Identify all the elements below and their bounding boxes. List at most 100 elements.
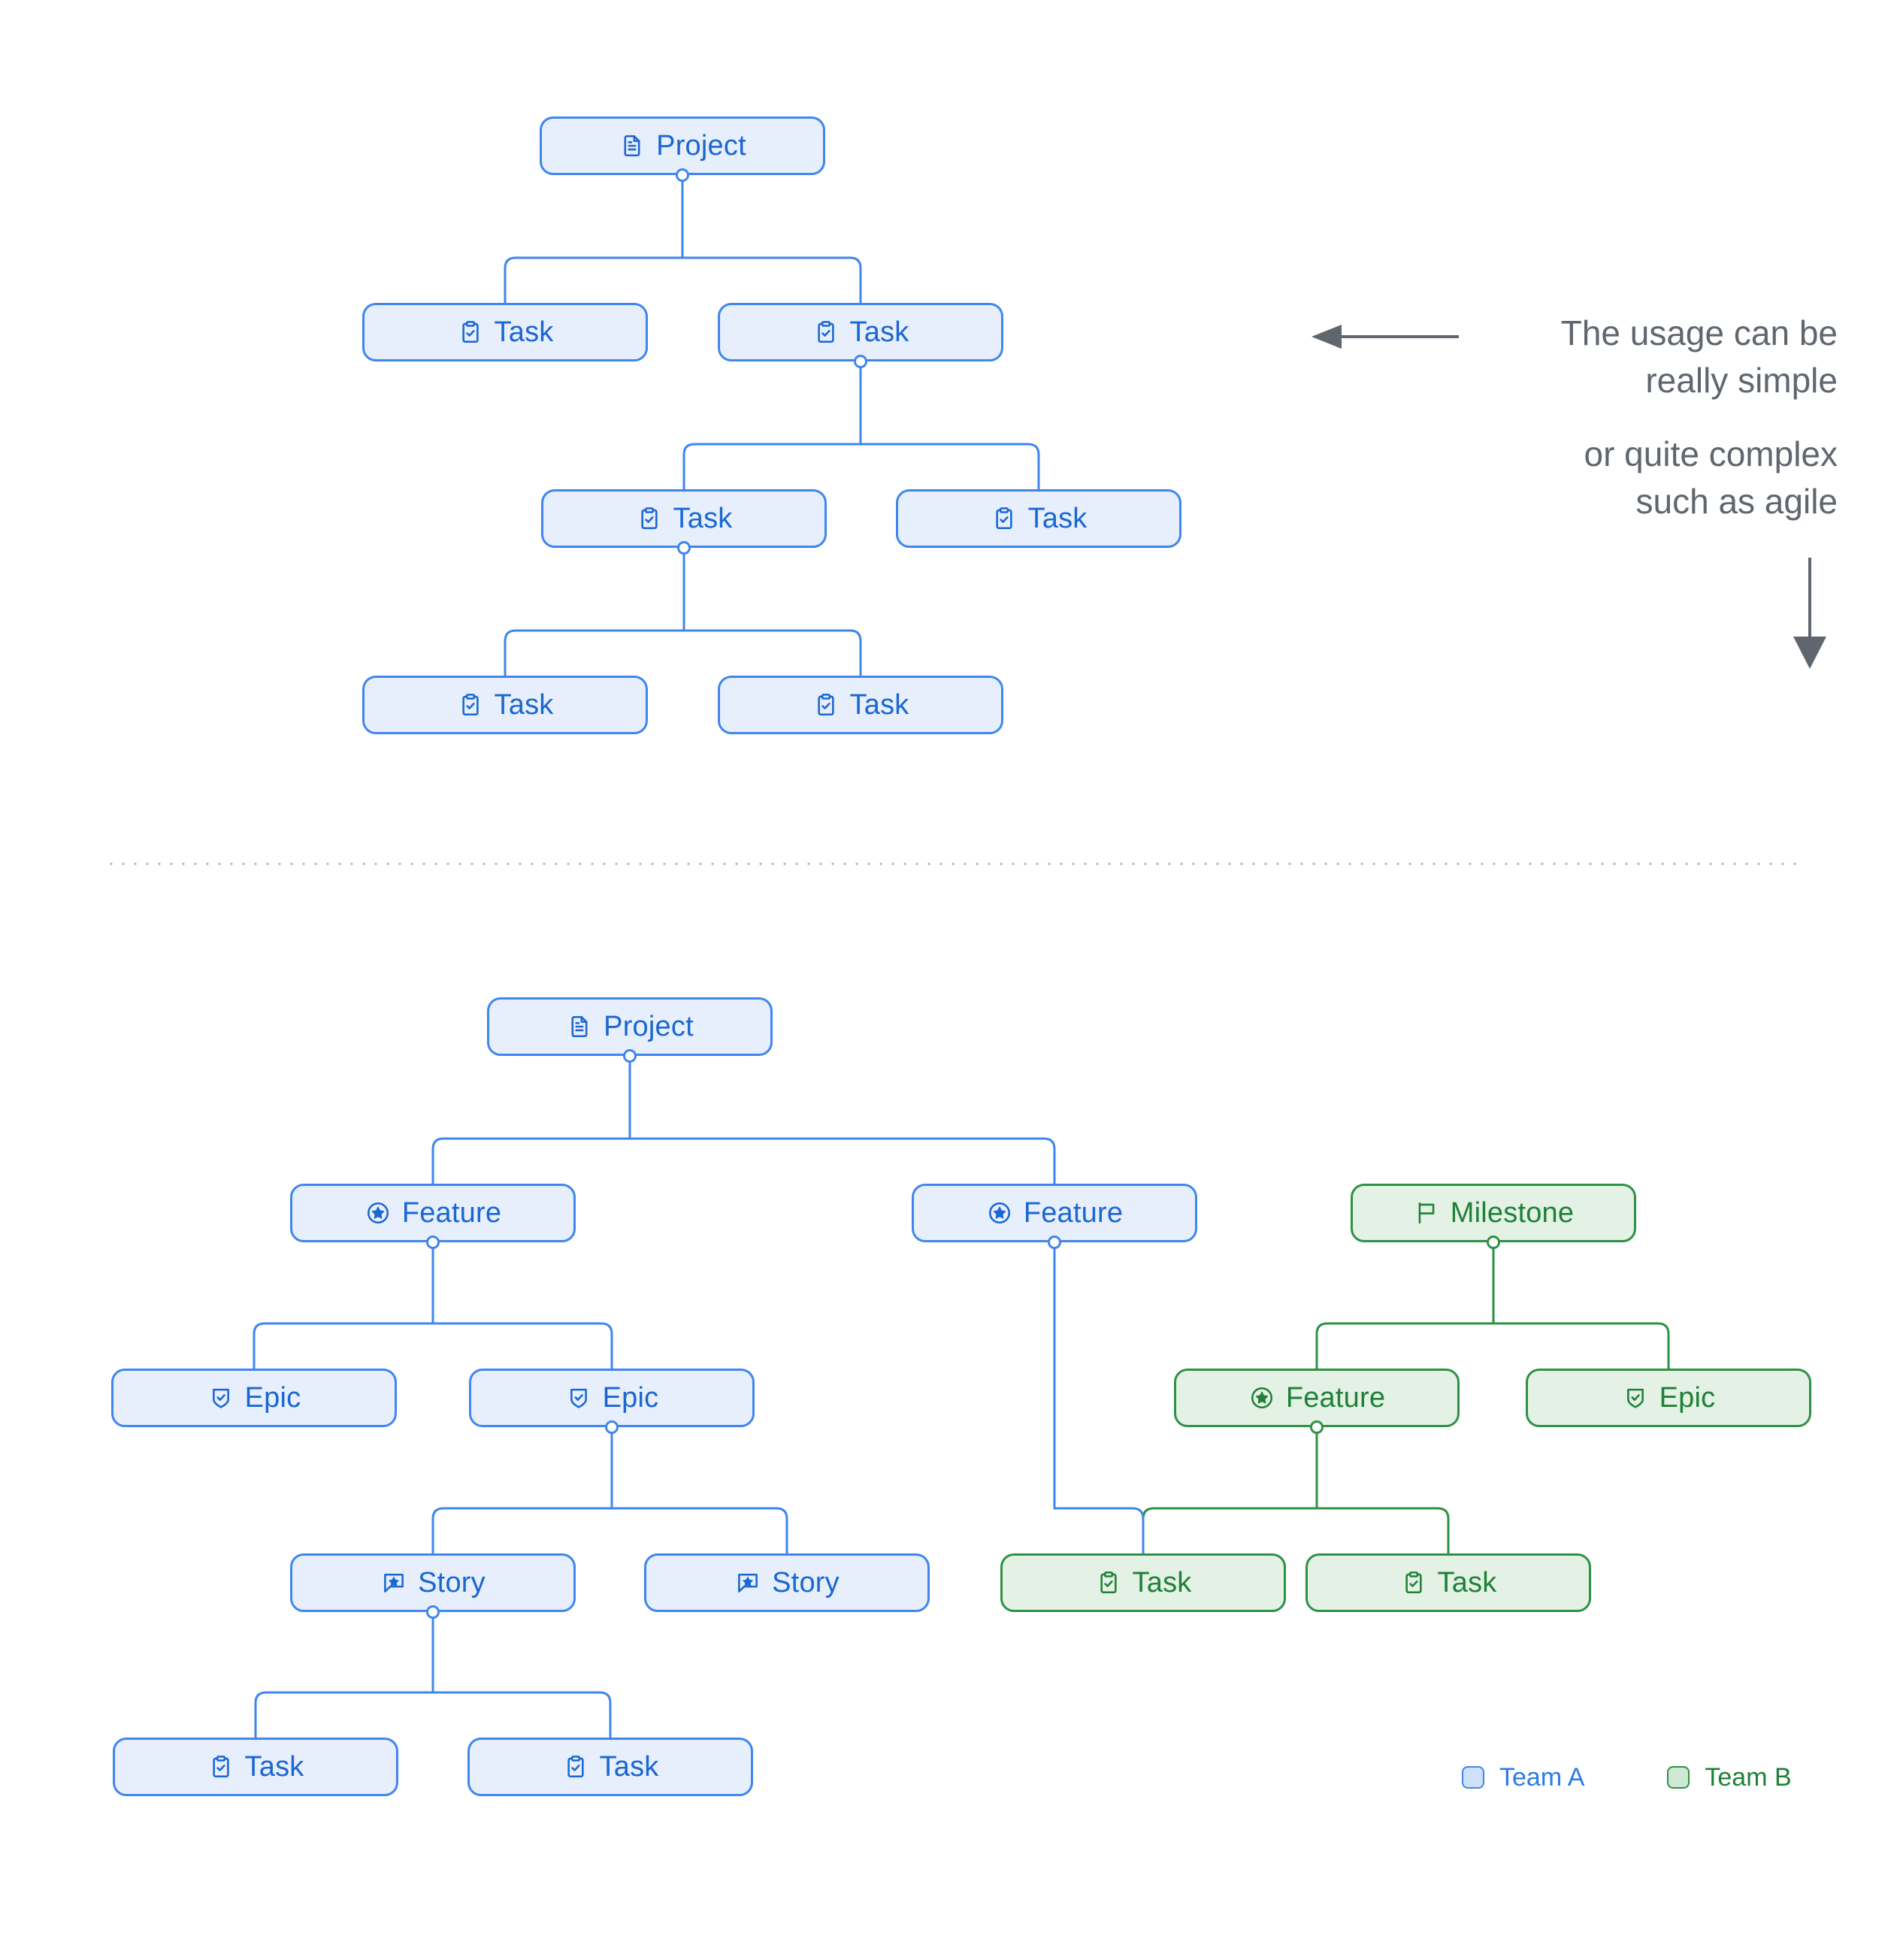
clipboard-check-icon: [1400, 1569, 1427, 1596]
clipboard-check-icon: [457, 319, 484, 346]
node-label: Task: [849, 316, 909, 348]
edge-connector: [254, 1691, 434, 1739]
node-label: Feature: [401, 1197, 502, 1229]
node-feature[interactable]: Feature: [290, 1184, 576, 1242]
node-feature[interactable]: Feature: [912, 1184, 1197, 1242]
edge-connector: [431, 1322, 613, 1370]
clipboard-check-icon: [1095, 1569, 1122, 1596]
node-task[interactable]: Task: [113, 1738, 398, 1796]
document-icon: [566, 1013, 593, 1040]
node-project[interactable]: Project: [540, 116, 825, 175]
node-label: Project: [656, 130, 746, 162]
node-task[interactable]: Task: [467, 1738, 753, 1796]
node-milestone[interactable]: Milestone: [1351, 1184, 1636, 1242]
node-label: Epic: [244, 1382, 301, 1414]
node-label: Task: [494, 689, 554, 721]
edge-connector: [681, 256, 862, 304]
edge-connector: [1053, 1507, 1145, 1555]
connector-port[interactable]: [677, 541, 691, 555]
node-epic[interactable]: Epic: [469, 1369, 755, 1427]
connector-port[interactable]: [426, 1236, 440, 1249]
square-swatch-icon: [1462, 1766, 1484, 1789]
story-bubble-icon: [380, 1569, 407, 1596]
section-divider: [105, 863, 1798, 865]
node-label: Task: [494, 316, 554, 348]
node-task[interactable]: Task: [541, 489, 827, 548]
connector-port[interactable]: [426, 1605, 440, 1619]
node-task[interactable]: Task: [718, 303, 1003, 361]
node-task[interactable]: Task: [362, 676, 648, 734]
node-story[interactable]: Story: [644, 1553, 930, 1612]
edge-connector: [610, 1507, 788, 1555]
node-task[interactable]: Task: [718, 676, 1003, 734]
node-label: Feature: [1023, 1197, 1124, 1229]
legend-label: Team A: [1499, 1763, 1585, 1792]
node-label: Task: [1027, 503, 1088, 534]
node-label: Task: [1132, 1567, 1192, 1599]
story-bubble-icon: [734, 1569, 761, 1596]
node-label: Epic: [1659, 1382, 1716, 1414]
node-label: Project: [604, 1011, 694, 1042]
annotation-note: The usage can be really simple or quite …: [1312, 310, 1838, 669]
star-circle-icon: [986, 1199, 1013, 1227]
clipboard-check-icon: [207, 1753, 234, 1780]
node-story[interactable]: Story: [290, 1553, 576, 1612]
edge-connector: [1492, 1322, 1670, 1370]
edge-connector: [1142, 1507, 1318, 1555]
clipboard-check-icon: [457, 691, 484, 718]
node-label: Feature: [1285, 1382, 1386, 1414]
edge-connector: [253, 1322, 434, 1370]
edge-connector: [431, 1507, 613, 1555]
star-circle-icon: [1248, 1384, 1275, 1411]
arrow-down-icon: [1793, 558, 1826, 669]
annotation-line-4: such as agile: [1635, 481, 1838, 521]
connector-port[interactable]: [1487, 1236, 1500, 1249]
edge-connector: [431, 1137, 631, 1185]
connector-port[interactable]: [1310, 1420, 1324, 1434]
legend-item-team-b: Team B: [1667, 1765, 1792, 1790]
edge-connector: [859, 443, 1040, 491]
node-task[interactable]: Task: [1000, 1553, 1286, 1612]
node-label: Story: [772, 1567, 840, 1599]
node-task[interactable]: Task: [896, 489, 1181, 548]
node-label: Milestone: [1450, 1197, 1575, 1229]
node-task[interactable]: Task: [1305, 1553, 1591, 1612]
node-label: Task: [849, 689, 909, 721]
square-swatch-icon: [1667, 1766, 1690, 1789]
node-epic[interactable]: Epic: [111, 1369, 397, 1427]
node-label: Story: [418, 1567, 486, 1599]
edge-connector: [682, 443, 862, 491]
edge-connector: [504, 629, 685, 677]
node-feature[interactable]: Feature: [1174, 1369, 1460, 1427]
shield-check-icon: [207, 1384, 234, 1411]
connector-port[interactable]: [854, 355, 867, 368]
edge-connector: [628, 1137, 1056, 1185]
node-project[interactable]: Project: [487, 997, 773, 1056]
annotation-line-2: really simple: [1645, 360, 1838, 400]
edge-connector: [1315, 1322, 1495, 1370]
node-label: Task: [1437, 1567, 1497, 1599]
document-icon: [619, 132, 646, 159]
edge-connector: [682, 629, 862, 677]
edge-connector: [431, 1691, 612, 1739]
edge-connector: [1315, 1507, 1450, 1555]
connector-port[interactable]: [623, 1049, 637, 1063]
flag-icon: [1413, 1199, 1440, 1227]
team-legend: Team A Team B: [1462, 1765, 1792, 1790]
arrow-left-icon: [1312, 325, 1459, 349]
connector-port[interactable]: [676, 168, 689, 182]
clipboard-check-icon: [562, 1753, 589, 1780]
connector-port[interactable]: [605, 1420, 619, 1434]
clipboard-check-icon: [812, 691, 840, 718]
clipboard-check-icon: [991, 505, 1018, 532]
legend-item-team-a: Team A: [1462, 1765, 1584, 1790]
annotation-line-1: The usage can be: [1560, 313, 1838, 352]
node-epic[interactable]: Epic: [1526, 1369, 1811, 1427]
connector-port[interactable]: [1048, 1236, 1061, 1249]
node-label: Task: [244, 1751, 304, 1783]
annotation-line-3: or quite complex: [1584, 434, 1838, 474]
node-task[interactable]: Task: [362, 303, 648, 361]
node-label: Task: [673, 503, 733, 534]
